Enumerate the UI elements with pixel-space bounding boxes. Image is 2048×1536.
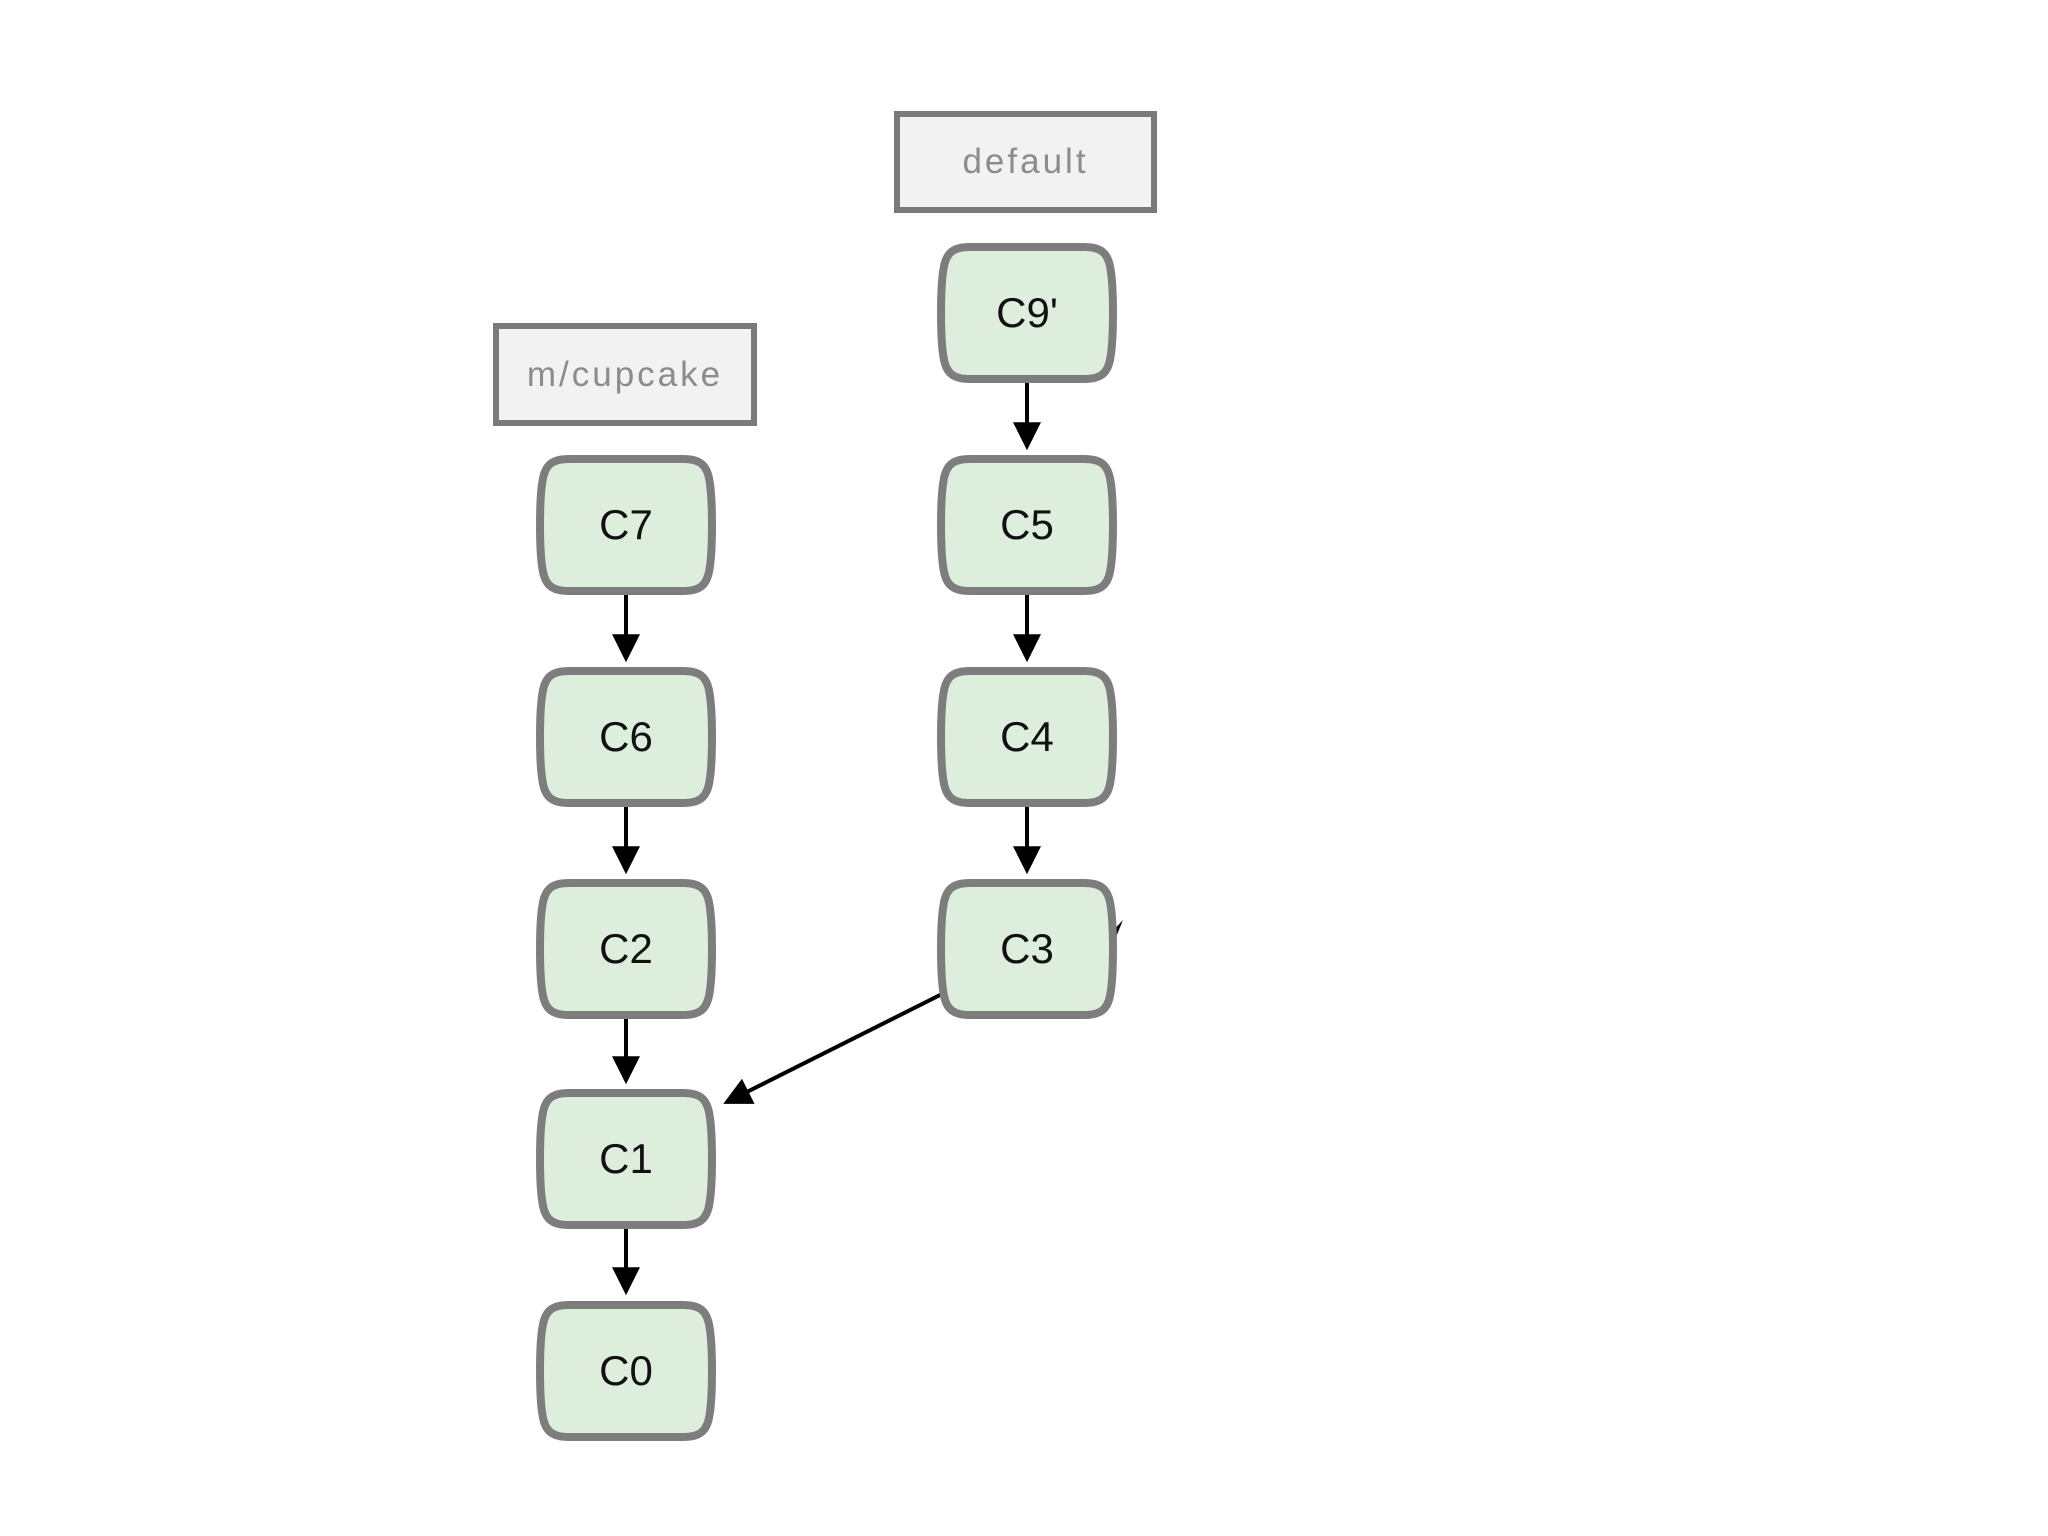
commit-label-c0: C0 [599,1347,653,1394]
commit-label-c2: C2 [599,925,653,972]
commit-node-shape [937,879,1117,1019]
commit-node-shape [536,1301,716,1441]
commit-label-c6: C6 [599,713,653,760]
commit-label-c7: C7 [599,501,653,548]
commit-node-c2: C2 [535,879,717,1019]
commit-node-c6: C6 [535,667,717,807]
commit-label-c1: C1 [599,1135,653,1182]
branch-label-default: default [894,111,1157,213]
commit-node-c5: C5 [936,455,1118,595]
commit-node-shape [937,667,1117,807]
commit-node-shape [937,455,1117,595]
commit-label-c9-prime: C9' [996,289,1058,336]
commit-node-shape [937,243,1117,383]
commit-node-c0: C0 [535,1301,717,1441]
commit-label-c5: C5 [1000,501,1054,548]
commit-node-shape [536,455,716,595]
commit-label-c3: C3 [1000,925,1054,972]
commit-node-shape [536,667,716,807]
branch-label-m-cupcake: m/cupcake [493,323,757,426]
commit-node-shape [536,879,716,1019]
commit-node-c3: C3 [936,879,1118,1019]
commit-label-c4: C4 [1000,713,1054,760]
commit-node-c4: C4 [936,667,1118,807]
commit-node-c7: C7 [535,455,717,595]
commit-node-c1: C1 [535,1089,717,1229]
commit-node-c9-prime: C9' [936,243,1118,383]
edge-c3-c1 [723,990,947,1104]
commit-node-shape [536,1089,716,1229]
branch-label-m-cupcake-text: m/cupcake [526,354,724,394]
branch-label-default-text: default [962,142,1089,181]
